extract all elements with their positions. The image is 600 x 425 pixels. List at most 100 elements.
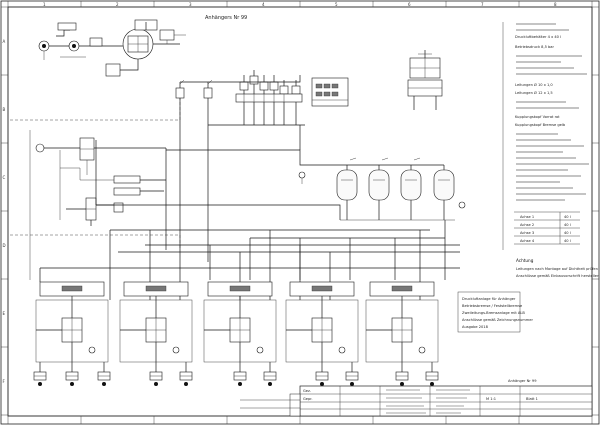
zone-ref: 6: [408, 2, 411, 7]
gauge-icon: [338, 346, 346, 354]
axle-brake-blocks: [35, 281, 439, 363]
zone-ref: 7: [481, 2, 484, 7]
cylinder-port: [102, 382, 106, 386]
axle-hub: [145, 285, 167, 292]
checked-label: Gepr.: [303, 397, 313, 401]
axle-block: [119, 281, 193, 363]
brake-cylinder-icon: [315, 362, 329, 386]
zone-ref: 1: [43, 2, 46, 7]
side-note-4: Leitungen Ø 12 x 1,5: [515, 90, 553, 95]
line-filter-assembly: [35, 137, 166, 196]
axle-hub: [61, 285, 83, 292]
valve-cross: [62, 318, 82, 342]
brake-cylinder-icon: [97, 362, 111, 386]
zone-ref: E: [3, 311, 6, 316]
zone-ref: A: [3, 39, 6, 44]
axle-block: [35, 281, 109, 363]
sheet-label: Blatt 1: [526, 397, 538, 401]
main-pipework: [29, 75, 460, 300]
cylinder-port: [268, 382, 272, 386]
footnote-line: Zweileitungs-Bremsanlage mit ALB: [462, 311, 525, 315]
axle-pipe: [204, 296, 241, 362]
axle-pipe: [120, 296, 157, 362]
capacity-table: Achse 1 40 l Achse 2 40 l Achse 3 40 l A…: [514, 211, 580, 245]
legend-caption: Anhänger Nr 99: [508, 379, 537, 383]
drawing-notes-text: [516, 23, 589, 201]
valve-cross: [146, 318, 166, 342]
table-row-label: Achse 1: [520, 215, 534, 219]
gauge-icon: [172, 346, 180, 354]
table-row-label: Achse 2: [520, 223, 534, 227]
gauge-icon: [256, 346, 264, 354]
brake-cylinder-icon: [149, 362, 163, 386]
gauge-icon: [418, 346, 426, 354]
table-row-value: 40 l: [564, 223, 571, 227]
footnote-box: Druckluftanlage für Anhänger Betriebsbre…: [457, 291, 534, 333]
note-heading: Achtung: [516, 258, 534, 263]
brake-cylinders: [33, 362, 439, 386]
cylinder-port: [400, 382, 404, 386]
zone-ref: B: [3, 107, 6, 112]
axle-block: [203, 281, 277, 363]
brake-cylinder-icon: [395, 362, 409, 386]
air-reservoirs: [336, 157, 466, 220]
trailer-control-valve: [105, 19, 186, 77]
note-line: Leitungen nach Montage auf Dichtheit prü…: [516, 267, 598, 271]
axle-block: [285, 281, 359, 363]
footnote-line: Ausgabe 2018: [462, 325, 489, 329]
zone-ref: 3: [189, 2, 192, 7]
brake-cylinder-icon: [345, 362, 359, 386]
cylinder-port: [154, 382, 158, 386]
axle-hub: [311, 285, 333, 292]
footnote-line: Betriebsbremse / Feststellbremse: [462, 304, 523, 308]
axle-block: [365, 281, 439, 363]
cylinder-port: [350, 382, 354, 386]
supply-coupling-group: [38, 22, 116, 60]
brake-cylinder-icon: [233, 362, 247, 386]
note-line: Anschlüsse gemäß Einbauvorschrift herste…: [516, 274, 599, 278]
zone-ref: C: [3, 175, 6, 180]
gauge-icon: [88, 346, 96, 354]
air-reservoir-icon: [336, 169, 455, 201]
coupling-head-icon: [38, 40, 80, 52]
table-row-value: 40 l: [564, 215, 571, 219]
cylinder-port: [430, 382, 434, 386]
title-block: Gez. Gepr. M 1:1 Blatt 1: [240, 385, 593, 417]
scale-label: M 1:1: [486, 397, 496, 401]
side-note-1: Druckluftbehälter 4 x 40 l: [515, 35, 561, 39]
valve-icon: [175, 87, 213, 99]
axle-pipe: [366, 296, 403, 362]
table-row-label: Achse 4: [520, 239, 535, 243]
zone-ref: 8: [554, 2, 557, 7]
table-row-label: Achse 3: [520, 231, 534, 235]
axle-hub: [229, 285, 251, 292]
footnote-line: Anschlüsse gemäß Zeichnungsnummer: [462, 318, 534, 322]
drawn-label: Gez.: [303, 389, 311, 393]
table-row-value: 40 l: [564, 231, 571, 235]
zone-ref: F: [3, 379, 6, 384]
gauge-icon: [298, 171, 306, 184]
zone-ref: 5: [335, 2, 338, 7]
cylinder-port: [70, 382, 74, 386]
side-note-2: Betriebsdruck 8,5 bar: [515, 45, 555, 49]
valve-cross: [392, 318, 412, 342]
footnote-line: Druckluftanlage für Anhänger: [462, 297, 516, 301]
brake-cylinder-icon: [65, 362, 79, 386]
axle-pipe: [286, 296, 323, 362]
table-row-value: 40 l: [564, 239, 571, 243]
drawing-header-label: Anhängers Nr 99: [205, 15, 247, 21]
cylinder-port: [38, 382, 42, 386]
right-text-panel: Druckluftbehälter 4 x 40 l Betriebsdruck…: [502, 22, 599, 278]
relay-valve-cluster: [407, 50, 443, 110]
brake-cylinder-icon: [263, 362, 277, 386]
valve-bank: [175, 70, 349, 250]
valve-cross: [230, 318, 250, 342]
zone-ref: 2: [116, 2, 119, 7]
side-note-6: Kupplungskopf Bremse gelb: [515, 123, 566, 127]
side-note-3: Leitungen Ø 10 x 1,0: [515, 82, 553, 87]
side-note-5: Kupplungskopf Vorrat rot: [515, 115, 560, 119]
cylinder-port: [184, 382, 188, 386]
valve-cross: [312, 318, 332, 342]
